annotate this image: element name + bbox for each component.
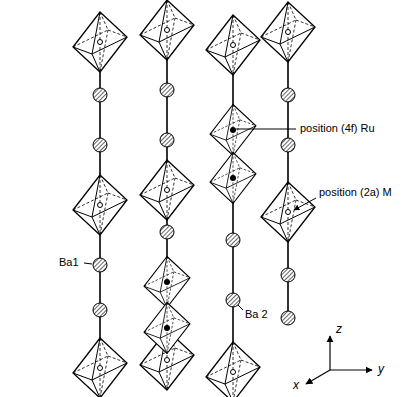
- m-sites: [98, 28, 291, 375]
- site-label: position (2a) M: [318, 186, 393, 199]
- atom-label: Ba1: [58, 256, 80, 269]
- ru-octahedra: [144, 105, 256, 354]
- site-label: position (4f) Ru: [299, 122, 376, 135]
- m-octahedra: [73, 0, 315, 397]
- atom-label: Ba 2: [244, 308, 269, 321]
- axis-label: x: [292, 378, 300, 392]
- axis-label: z: [335, 322, 343, 336]
- axes: [306, 336, 372, 384]
- leader-lines: [84, 129, 316, 310]
- axis-label: y: [377, 362, 385, 376]
- ru-sites: [164, 127, 236, 331]
- chain-lines: [100, 30, 288, 372]
